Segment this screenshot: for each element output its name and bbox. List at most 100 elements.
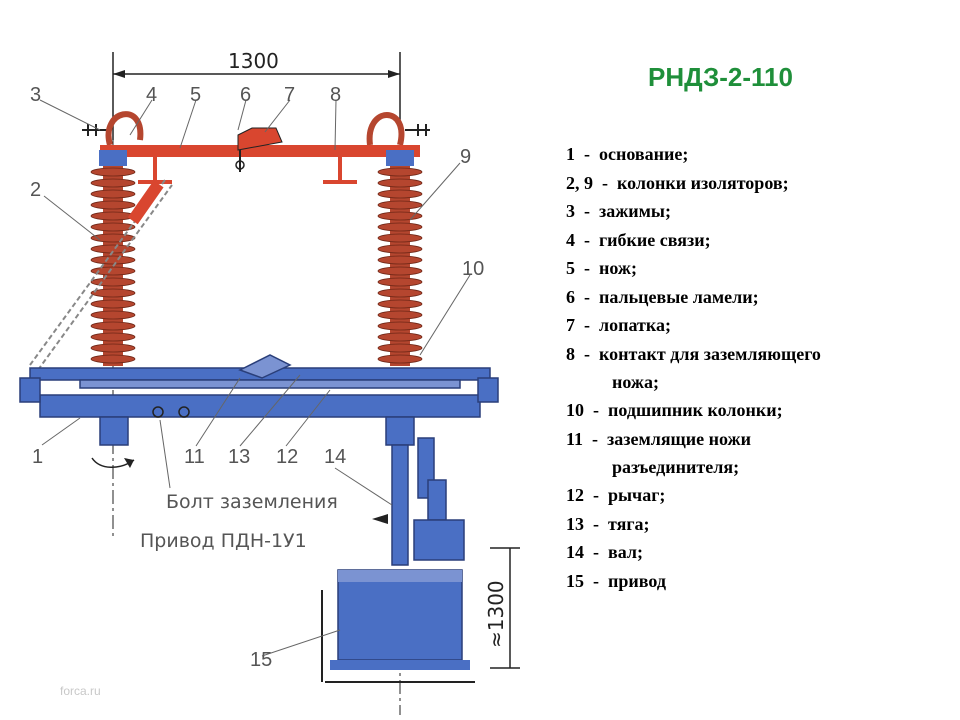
insulator-cap [386,150,414,166]
insulator-shed [377,343,423,353]
insulator-shed [90,200,136,210]
legend-list: 1 - основание; 2, 9 - колонки изоляторов;… [566,140,946,595]
insulator-shed [377,233,423,243]
insulator-shed [90,222,136,232]
insulator-shed [90,255,136,265]
terminal-clamp [82,124,430,136]
insulator-shed [377,288,423,298]
legend-item-text: 15 - привод [566,570,666,591]
right-dimension [490,547,520,669]
legend-item-text: 7 - лопатка; [566,315,671,335]
legend-item: 5 - нож; [566,254,946,283]
insulator-shed [377,332,423,342]
legend-item: 7 - лопатка; [566,311,946,340]
legend-item: 1 - основание; [566,140,946,169]
legend-item-text: 8 - контакт для заземляющего [566,343,821,364]
insulator-shed [377,211,423,221]
insulator-shed [90,288,136,298]
insulator-shed [377,244,423,254]
legend-item-text: 6 - пальцевые ламели; [566,286,759,307]
legend-item-text: 3 - зажимы; [566,201,671,221]
leader-lines [39,99,471,657]
label-13: 13 [228,446,250,468]
label-6: 6 [240,84,251,106]
right-dimension-value: ≈1300 [484,580,508,648]
blade [100,145,420,157]
label-11: 11 [184,446,205,468]
label-7: 7 [284,84,295,106]
legend-item: 14 - вал; [566,538,946,567]
insulator-shed [377,189,423,199]
insulator-shed [90,178,136,188]
label-12: 12 [276,446,298,468]
legend-item-text: 14 - вал; [566,542,643,562]
insulator-shed [377,178,423,188]
insulator-shed [377,167,423,177]
label-2: 2 [30,179,41,201]
legend-item-text: 4 - гибкие связи; [566,229,711,250]
label-1: 1 [32,446,43,468]
insulator-shed [90,332,136,342]
insulator-cap [99,150,127,166]
shaft [391,437,465,566]
legend-item: 15 - привод [566,567,946,596]
insulator-shed [377,354,423,364]
insulator-shed [377,299,423,309]
legend-item-text: 13 - тяга; [566,513,650,534]
caption-drive: Привод ПДН-1У1 [140,530,307,552]
legend-item-text: 12 - рычаг; [566,485,666,505]
legend-item: 10 - подшипник колонки; [566,396,946,425]
label-5: 5 [190,84,201,106]
top-dimension-value: 1300 [228,49,279,73]
insulator-shed [90,299,136,309]
page-title: РНДЗ-2-110 [648,62,793,92]
insulator-shed [90,310,136,320]
label-8: 8 [330,84,341,106]
label-4: 4 [146,84,157,106]
insulator-columns [90,150,423,366]
legend-item: 13 - тяга; [566,510,946,539]
legend-item-continuation: ножа; [612,372,659,392]
insulator-shed [377,222,423,232]
earthing-knife [29,179,173,371]
watermark: forca.ru [60,684,101,698]
insulator-shed [377,321,423,331]
legend-item: 8 - контакт для заземляющего ножа; [566,340,946,397]
insulator-shed [90,211,136,221]
label-9: 9 [460,146,471,168]
insulator-shed [377,277,423,287]
label-14: 14 [324,446,346,468]
insulator-shed [90,343,136,353]
label-15: 15 [250,649,272,671]
legend-item: 3 - зажимы; [566,197,946,226]
label-10: 10 [462,258,484,280]
legend-item-text: 5 - нож; [566,258,637,278]
ground-bolt [152,406,190,418]
insulator-shed [90,321,136,331]
insulator-shed [90,189,136,199]
insulator-shed [90,167,136,177]
earth-contact [138,157,357,184]
drive-unit [321,569,475,683]
legend-item: 2, 9 - колонки изоляторов; [566,169,946,198]
legend-item: 6 - пальцевые ламели; [566,283,946,312]
legend-item-text: 1 - основание; [566,144,689,164]
legend-item-text: 2, 9 - колонки изоляторов; [566,172,789,193]
legend-item-text: 11 - заземлящие ножи [566,428,751,449]
legend-item-text: 10 - подшипник колонки; [566,400,783,420]
legend-item: 4 - гибкие связи; [566,226,946,255]
insulator-shed [90,354,136,364]
insulator-shed [90,266,136,276]
flexible-link [105,111,405,146]
finger-contacts [235,127,283,172]
insulator-shed [377,255,423,265]
insulator-shed [377,200,423,210]
legend-item: 11 - заземлящие ножи разъединителя; [566,425,946,482]
insulator-shed [90,233,136,243]
legend-item: 12 - рычаг; [566,481,946,510]
legend-item-continuation: разъединителя; [612,457,740,477]
insulator-shed [377,266,423,276]
label-3: 3 [30,84,41,106]
insulator-shed [90,277,136,287]
